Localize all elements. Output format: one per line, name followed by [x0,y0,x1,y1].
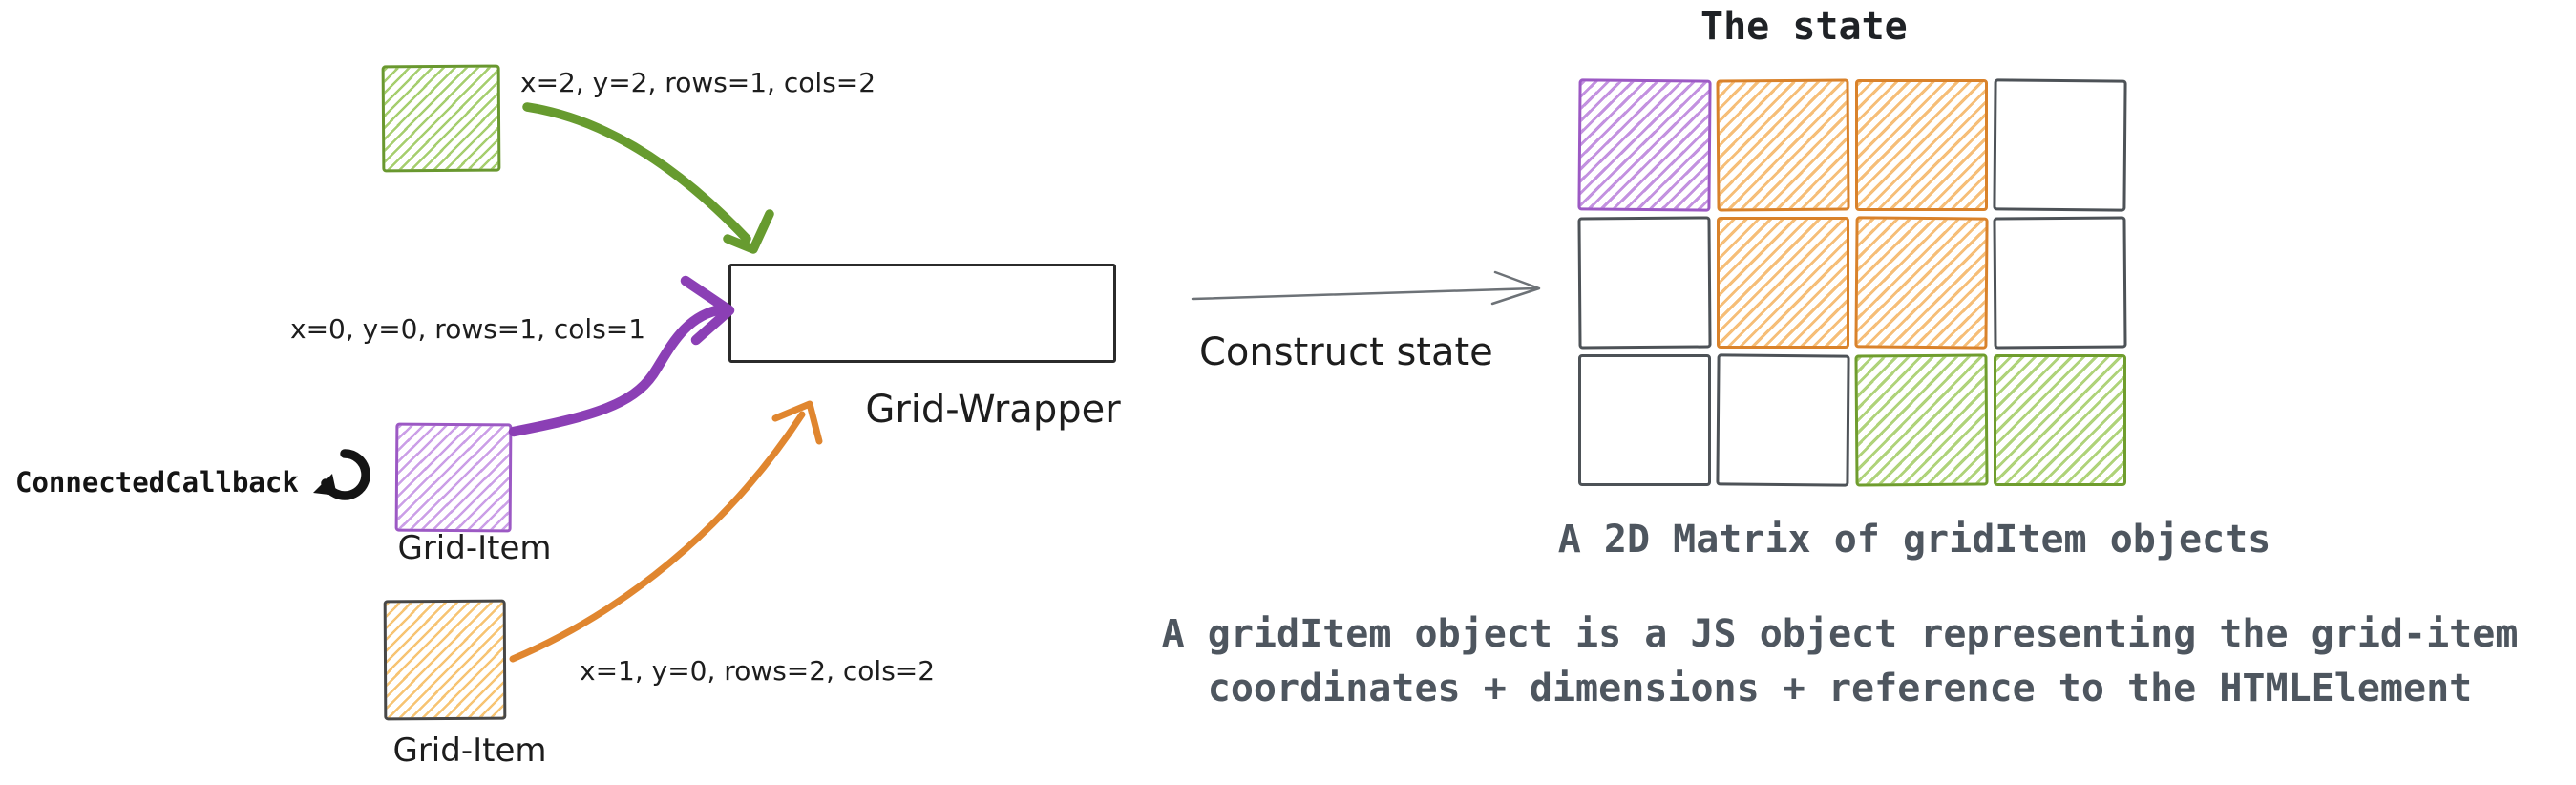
state-grid [1577,78,2127,487]
orange-grid-item-label: Grid-Item [392,732,547,770]
orange-item-annotation: x=1, y=0, rows=2, cols=2 [580,655,936,687]
state-description: A gridItem object is a JS object represe… [1162,607,2519,716]
construct-state-arrow [1191,270,1541,306]
construct-state-label: Construct state [1199,330,1493,374]
state-grid-cell-empty [1577,216,1712,350]
state-grid-cell-purple [1577,78,1712,212]
grid-wrapper-label: Grid-Wrapper [865,388,1121,432]
state-grid-cell-orange [1716,78,1850,212]
state-description-line2: coordinates + dimensions + reference to … [1207,667,2473,711]
purple-grid-item-square [394,422,513,533]
orange-arrow [509,400,823,663]
state-grid-cell-green [1854,353,1989,487]
state-grid-cell-empty [1578,354,1711,486]
matrix-caption: A 2D Matrix of gridItem objects [1557,518,2271,562]
orange-grid-item-square [383,599,507,721]
state-grid-cell-orange [1855,79,1988,211]
loop-arrow-icon [313,449,370,500]
green-item-annotation: x=2, y=2, rows=1, cols=2 [520,67,876,98]
state-grid-cell-empty [1716,353,1850,487]
state-grid-cell-empty [1993,216,2127,350]
state-grid-cell-orange [1854,216,1989,350]
state-grid-cell-green [1994,354,2126,486]
green-arrow [522,102,774,254]
state-grid-cell-empty [1993,78,2127,212]
green-grid-item-square [381,64,501,173]
purple-arrow [508,275,735,437]
grid-wrapper-box [728,264,1116,363]
state-title: The state [1700,5,1908,49]
state-grid-cell-orange [1717,217,1849,349]
connected-callback-label: ConnectedCallback [15,466,299,499]
purple-grid-item-label: Grid-Item [397,529,552,567]
purple-item-annotation: x=0, y=0, rows=1, cols=1 [290,313,646,345]
state-description-line1: A gridItem object is a JS object represe… [1161,612,2519,656]
